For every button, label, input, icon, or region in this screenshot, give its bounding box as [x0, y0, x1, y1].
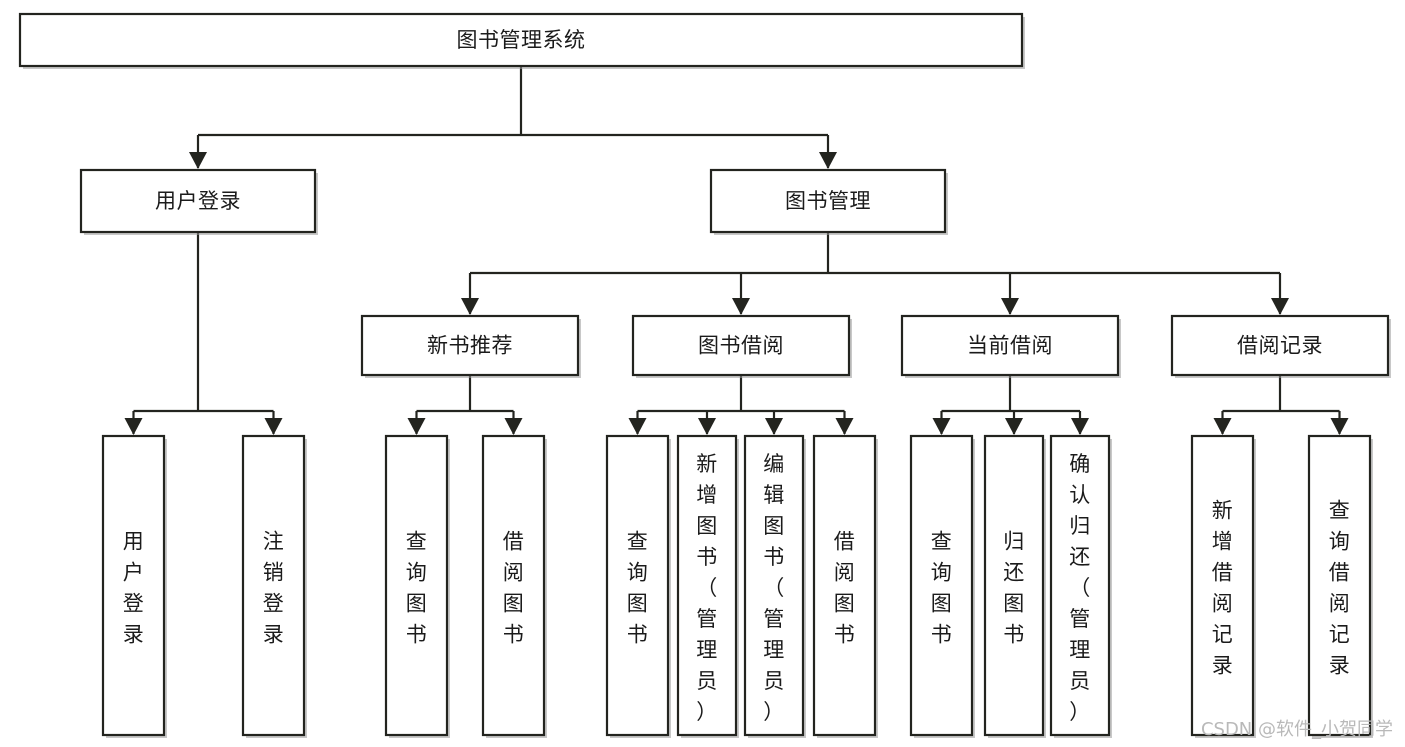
node-label: 新书推荐 [427, 334, 513, 358]
node-leaf-query-book-1[interactable]: 查询图书 [384, 434, 450, 738]
arrow-head [765, 418, 783, 435]
node-label: 图书管理 [785, 189, 871, 213]
node-label: 确认归还（管理员） [1069, 452, 1091, 724]
arrow-head [628, 418, 647, 435]
node-current-borrow[interactable]: 当前借阅 [900, 314, 1121, 378]
node-leaf-return-book[interactable]: 归还图书 [983, 434, 1046, 738]
node-label: 图书借阅 [698, 334, 784, 358]
node-label: 新增图书（管理员） [696, 452, 718, 724]
node-leaf-query-book-3[interactable]: 查询图书 [909, 434, 975, 738]
arrow-head [835, 418, 854, 435]
arrow-head [124, 418, 143, 435]
node-box[interactable] [1190, 434, 1255, 737]
node-box[interactable] [360, 314, 580, 377]
arrow-head [504, 418, 523, 435]
arrow-head [732, 298, 750, 315]
arrow-head [932, 418, 951, 435]
csdn-watermark: CSDN @软件_小贺同学 [1200, 719, 1393, 740]
node-label: 用户登录 [123, 529, 145, 646]
node-label: 借阅记录 [1237, 334, 1323, 358]
node-box[interactable] [1307, 434, 1372, 737]
arrow-head [1001, 298, 1019, 315]
node-box[interactable] [605, 434, 670, 737]
node-box[interactable] [241, 434, 306, 737]
arrow-head [1071, 418, 1089, 435]
node-box[interactable] [631, 314, 851, 377]
node-leaf-query-book-2[interactable]: 查询图书 [605, 434, 671, 738]
node-box[interactable] [101, 434, 166, 737]
arrow-head [461, 298, 479, 315]
node-box[interactable] [384, 434, 449, 737]
node-label: 编辑图书（管理员） [763, 452, 785, 724]
arrow-head [1005, 418, 1023, 435]
node-label: 借阅图书 [503, 529, 525, 646]
nodes-layer: 图书管理系统用户登录图书管理新书推荐图书借阅当前借阅借阅记录用户登录注销登录查询… [18, 12, 1391, 738]
node-label: 用户登录 [155, 189, 241, 213]
node-box[interactable] [900, 314, 1120, 377]
arrow-head [407, 418, 426, 435]
node-label: 查询图书 [931, 529, 953, 646]
node-user-login[interactable]: 用户登录 [79, 168, 318, 235]
node-leaf-add-book[interactable]: 新增图书（管理员） [676, 434, 739, 738]
node-label: 图书管理系统 [457, 28, 586, 52]
node-label: 查询借阅记录 [1329, 498, 1351, 677]
arrow-head [189, 152, 207, 169]
node-borrow-record[interactable]: 借阅记录 [1170, 314, 1391, 378]
node-book-borrow[interactable]: 图书借阅 [631, 314, 852, 378]
node-box[interactable] [743, 434, 805, 737]
node-label: 当前借阅 [967, 334, 1053, 358]
arrow-head [1213, 418, 1232, 435]
arrow-head [264, 418, 283, 435]
node-label: 借阅图书 [834, 529, 856, 646]
node-box[interactable] [79, 168, 317, 234]
node-box[interactable] [812, 434, 877, 737]
arrow-head [1271, 298, 1289, 315]
node-leaf-confirm-return[interactable]: 确认归还（管理员） [1049, 434, 1112, 738]
arrow-head [1330, 418, 1349, 435]
node-leaf-query-record[interactable]: 查询借阅记录 [1307, 434, 1373, 738]
node-leaf-logout[interactable]: 注销登录 [241, 434, 307, 738]
node-leaf-edit-book[interactable]: 编辑图书（管理员） [743, 434, 806, 738]
node-box[interactable] [481, 434, 546, 737]
node-book-manage[interactable]: 图书管理 [709, 168, 948, 235]
node-leaf-add-record[interactable]: 新增借阅记录 [1190, 434, 1256, 738]
connectors-layer [124, 66, 1349, 435]
node-label: 新增借阅记录 [1212, 498, 1234, 677]
node-leaf-borrow-book-2[interactable]: 借阅图书 [812, 434, 878, 738]
node-leaf-user-login[interactable]: 用户登录 [101, 434, 167, 738]
node-box[interactable] [709, 168, 947, 234]
node-label: 查询图书 [627, 529, 649, 646]
node-box[interactable] [909, 434, 974, 737]
node-box[interactable] [983, 434, 1045, 737]
node-leaf-borrow-book-1[interactable]: 借阅图书 [481, 434, 547, 738]
node-box[interactable] [1170, 314, 1390, 377]
node-box[interactable] [18, 12, 1024, 68]
node-label: 归还图书 [1003, 529, 1025, 646]
node-new-book-recommend[interactable]: 新书推荐 [360, 314, 581, 378]
arrow-head [819, 152, 837, 169]
arrow-head [698, 418, 716, 435]
node-box[interactable] [1049, 434, 1111, 737]
node-label: 查询图书 [406, 529, 428, 646]
node-label: 注销登录 [263, 529, 285, 646]
node-root[interactable]: 图书管理系统 [18, 12, 1025, 69]
node-box[interactable] [676, 434, 738, 737]
